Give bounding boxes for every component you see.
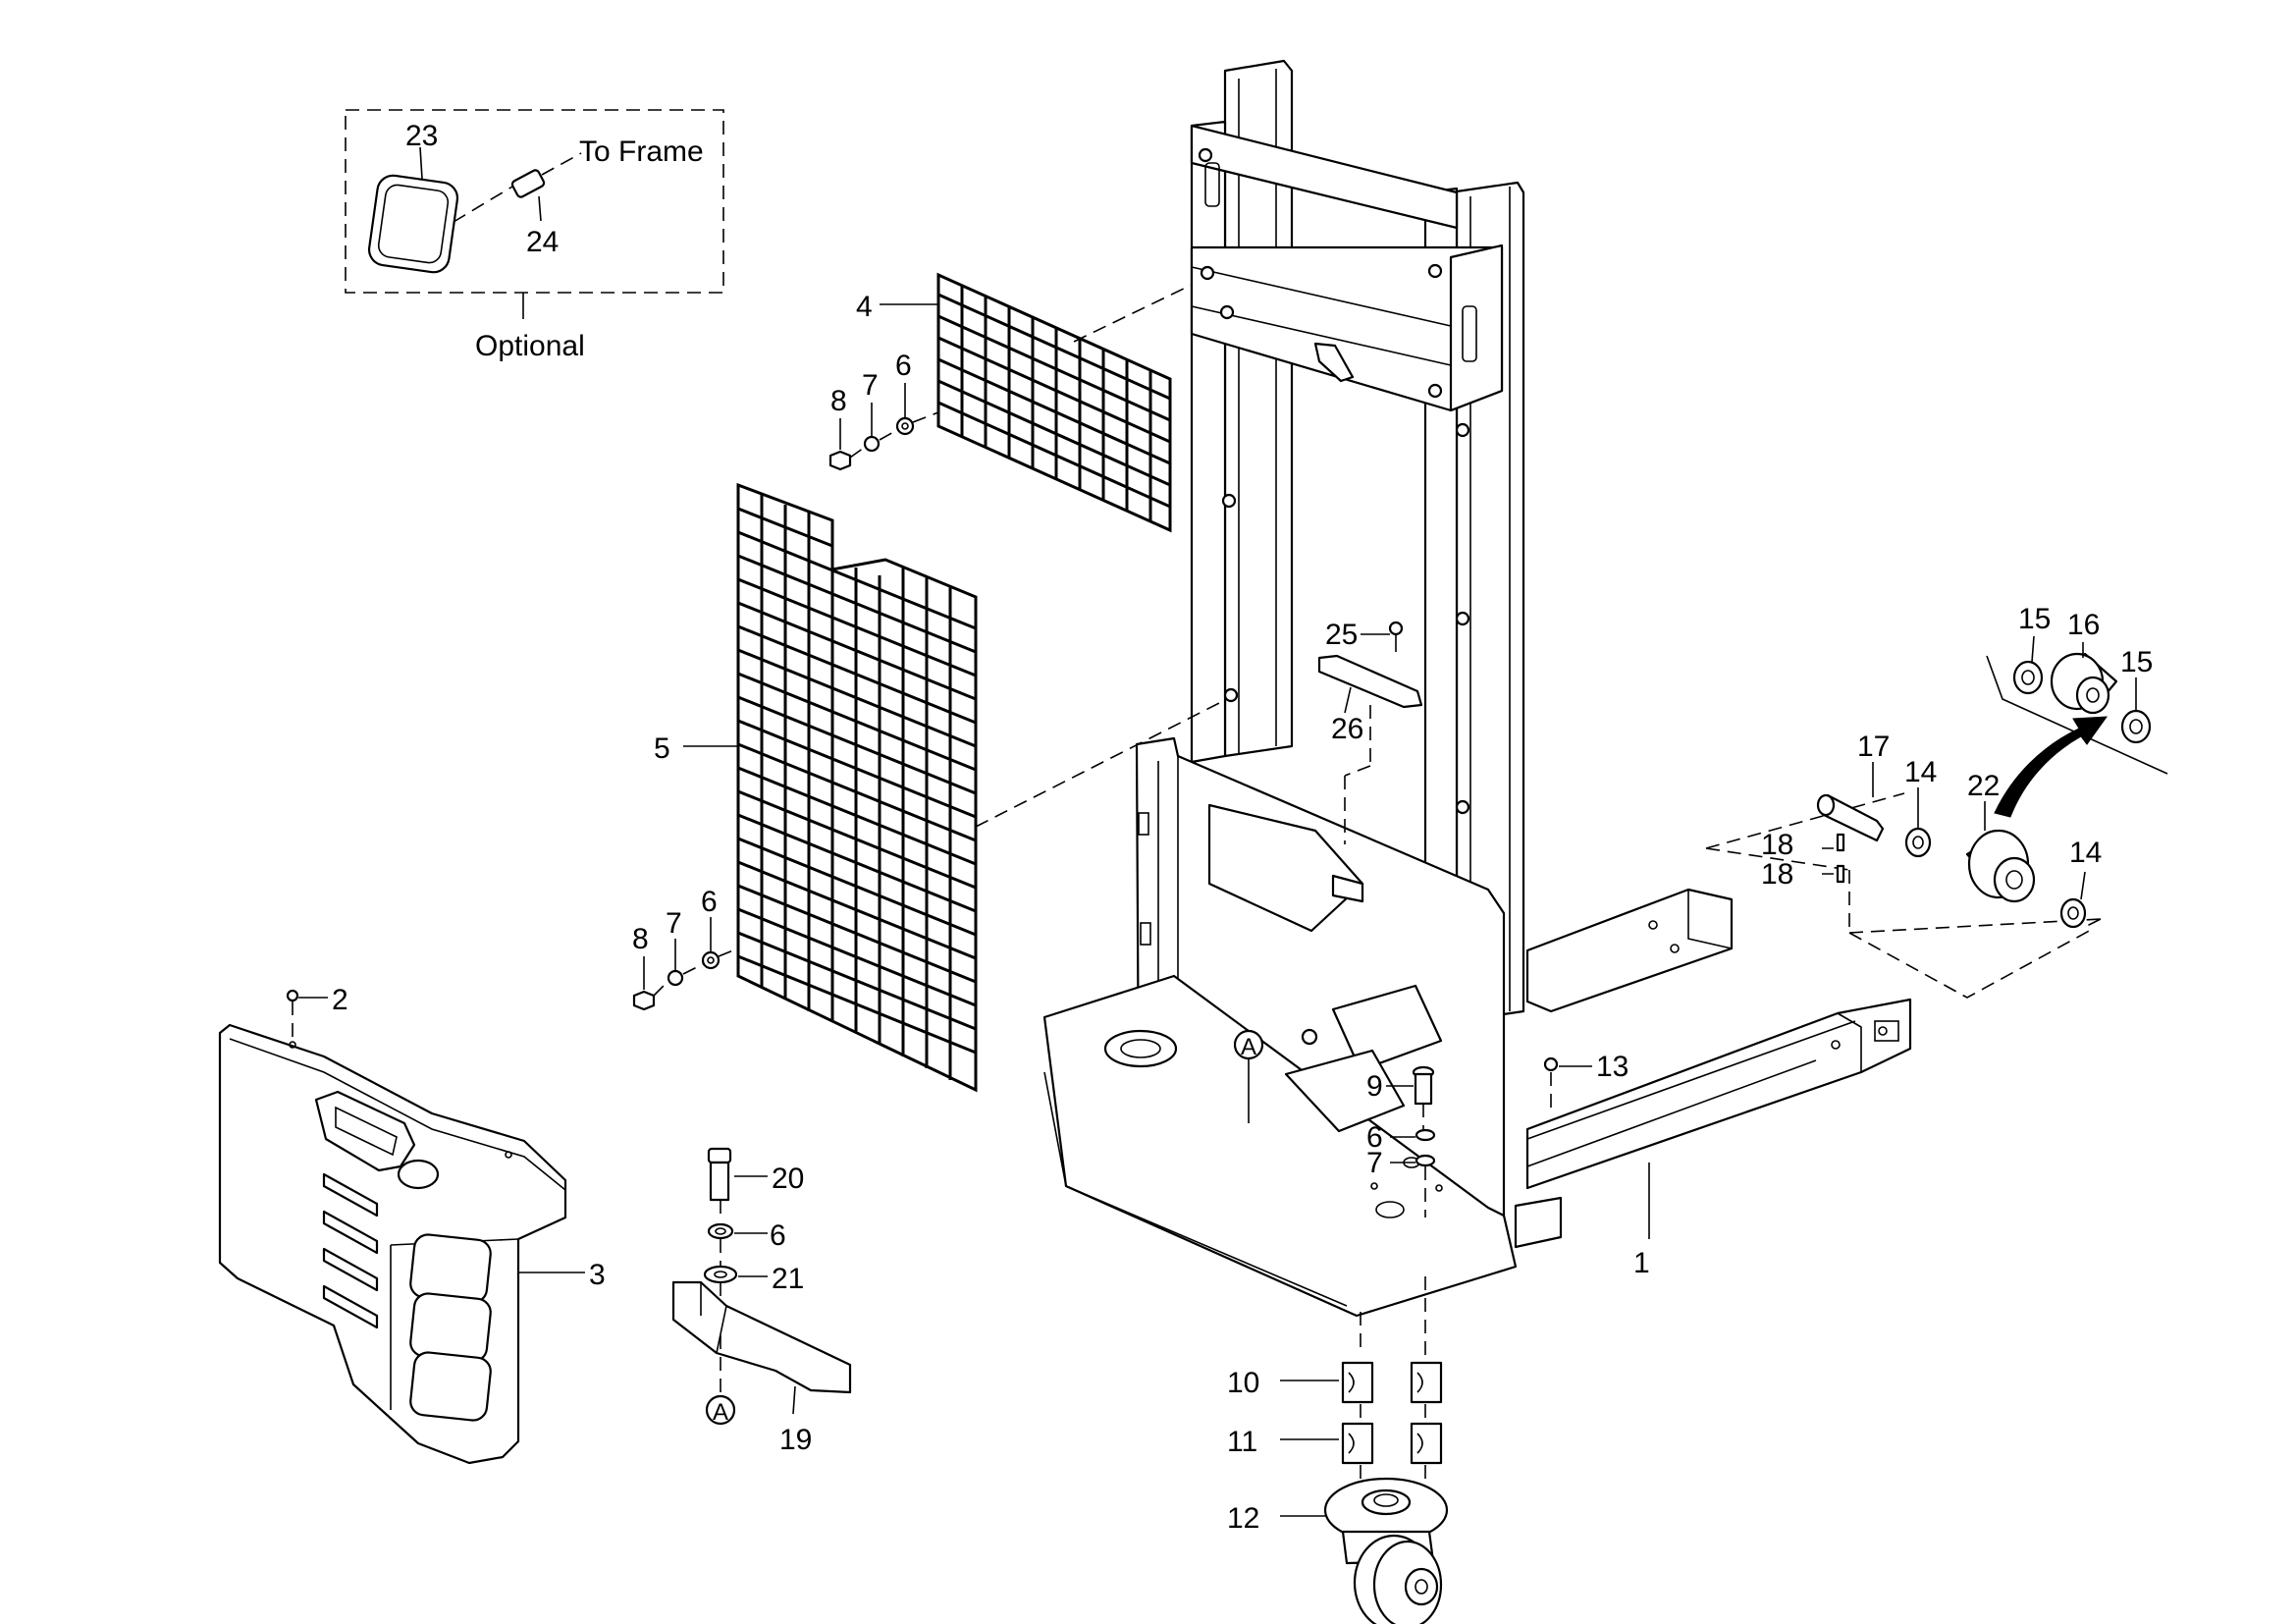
callout-15-right: 15 [2120, 646, 2153, 678]
callout-6-frame: 6 [1366, 1121, 1383, 1154]
part-8-nut-upper [828, 450, 852, 471]
part-13-screw [1543, 1056, 1592, 1108]
callout-5: 5 [654, 732, 670, 765]
callout-24: 24 [526, 226, 559, 258]
mast-assembly [1190, 59, 1525, 1028]
grille-hardware-upper [828, 383, 939, 471]
mast-top-crosshead [1190, 124, 1459, 230]
callout-21: 21 [772, 1263, 804, 1295]
reference-mark-a-frame: A [1233, 1029, 1264, 1123]
part-15-bearing-left [2012, 660, 2044, 695]
frame-bolt-stack [1386, 1065, 1436, 1218]
callout-7-frame: 7 [1366, 1147, 1383, 1179]
part-1-chassis-frame: A [1042, 736, 1563, 1318]
callout-13: 13 [1596, 1051, 1629, 1083]
callout-14-right: 14 [2069, 837, 2102, 869]
to-frame-note: To Frame [579, 135, 704, 168]
part-6-washer-bracket [707, 1222, 734, 1240]
part-18-clip-b [1836, 864, 1845, 884]
callout-8-upper: 8 [830, 385, 847, 417]
callout-20: 20 [772, 1163, 804, 1195]
fork-assembly [1525, 888, 1912, 1190]
callout-6-upper: 6 [895, 350, 912, 382]
part-10-shim [1341, 1361, 1443, 1404]
callout-11: 11 [1227, 1426, 1257, 1458]
mast-bolts [1198, 147, 1470, 815]
part-7-washer-upper [863, 435, 881, 453]
callout-22: 22 [1967, 770, 2000, 802]
callout-15-left: 15 [2018, 603, 2051, 635]
callout-2: 2 [332, 984, 348, 1016]
optional-note: Optional [475, 330, 585, 362]
part-18-clip-a [1836, 833, 1845, 852]
part-12-caster [1323, 1477, 1449, 1624]
part-3-front-cover [218, 1023, 567, 1465]
callout-8-lower: 8 [632, 923, 649, 955]
bracket-stack: A [671, 1147, 852, 1426]
grille-hardware-lower [632, 917, 739, 1011]
reference-mark-a-bracket: A [705, 1394, 736, 1426]
part-6-washer-frame [1415, 1128, 1436, 1142]
callout-4: 4 [856, 291, 873, 323]
part-11-shim [1341, 1422, 1443, 1465]
callout-26: 26 [1331, 713, 1363, 745]
part-19-bracket [671, 1280, 852, 1394]
cover-button [397, 1159, 440, 1190]
callout-9: 9 [1366, 1070, 1383, 1103]
part-22-roller [1965, 829, 2036, 903]
fork-rear [1525, 888, 1734, 1013]
part-26-handle [1317, 654, 1423, 709]
svg-text:A: A [713, 1399, 728, 1426]
callout-25: 25 [1325, 619, 1358, 651]
part-9-bolt [1412, 1065, 1435, 1106]
part-16-roller-tube [2050, 652, 2118, 715]
detail-arrow [1994, 716, 2109, 818]
part-7-washer-frame [1415, 1154, 1436, 1167]
part-14-bearing-right [2059, 897, 2087, 929]
load-roller-group [1705, 716, 2109, 999]
callout-16: 16 [2067, 609, 2100, 641]
callout-23: 23 [405, 120, 438, 152]
callout-labels: 1 2 3 4 5 6 6 6 6 7 7 7 8 8 9 10 11 12 1… [332, 291, 2153, 1535]
roller-detail [1986, 635, 2168, 775]
callout-14-left: 14 [1904, 756, 1937, 788]
callout-17: 17 [1857, 731, 1890, 763]
part-20-bolt [707, 1147, 732, 1202]
callout-18-b: 18 [1761, 858, 1793, 891]
fork-front [1525, 998, 1912, 1190]
callout-3: 3 [589, 1259, 606, 1291]
svg-text:A: A [1241, 1034, 1256, 1060]
part-7-washer-lower [667, 969, 684, 987]
part-23-mirror [367, 174, 459, 274]
callout-19: 19 [779, 1424, 812, 1456]
frame-caster-hole [1103, 1029, 1178, 1068]
optional-kit-group: 23 24 To Frame Optional [345, 109, 724, 362]
callout-12: 12 [1227, 1502, 1259, 1535]
callout-7-upper: 7 [862, 369, 879, 402]
part-21-washer [703, 1265, 738, 1284]
callout-6-lower: 6 [701, 886, 718, 918]
part-4-upper-grille [936, 272, 1172, 533]
callout-10: 10 [1227, 1367, 1259, 1399]
part-25-screw [1388, 621, 1404, 652]
caster-assembly [1280, 1276, 1449, 1624]
part-14-bearing-left [1904, 827, 1932, 858]
part-6-washer-lower [701, 950, 721, 970]
callout-6-bracket: 6 [770, 1219, 786, 1252]
part-5-lower-grille [736, 482, 978, 1093]
cover-handle-recess [314, 1090, 416, 1172]
part-8-nut-lower [632, 990, 656, 1011]
part-2-screw [286, 989, 328, 1039]
part-15-bearing-right [2120, 709, 2152, 744]
part-24-bolt [510, 169, 546, 198]
part-17-pin [1816, 793, 1885, 842]
part-6-washer-upper [895, 416, 915, 436]
callout-7-lower: 7 [666, 907, 682, 940]
callout-18-a: 18 [1761, 829, 1793, 861]
callout-1: 1 [1633, 1247, 1650, 1279]
